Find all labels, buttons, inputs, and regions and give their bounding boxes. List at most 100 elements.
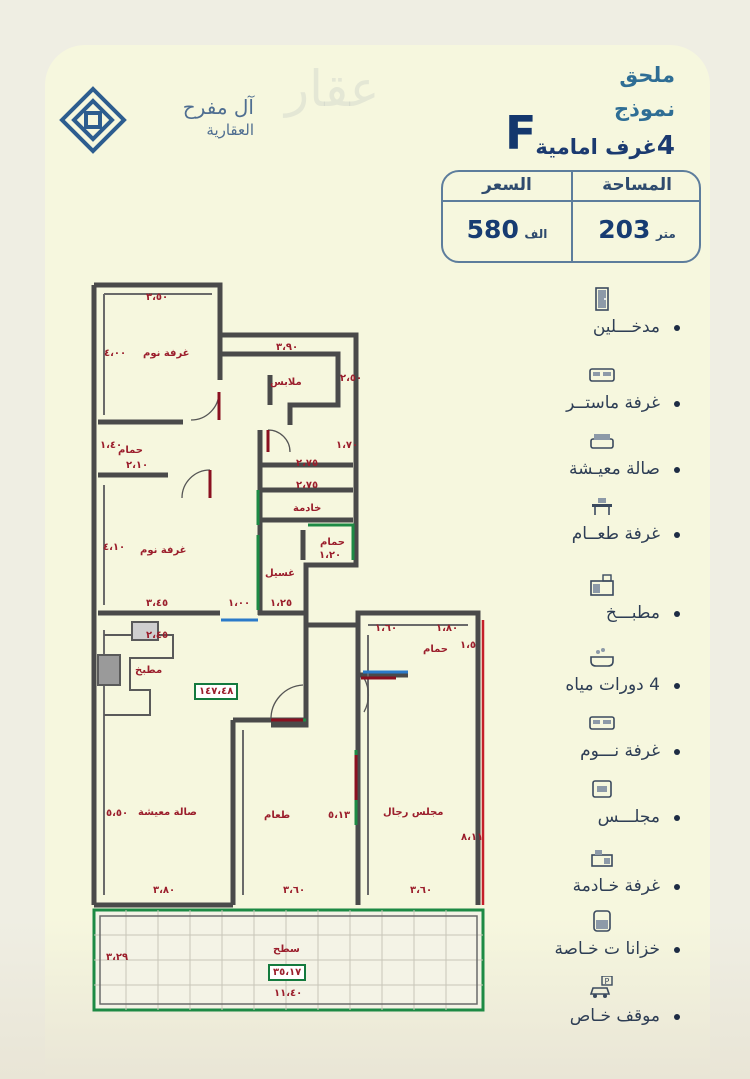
dim-living-height: ٥،٥٠ [106, 808, 129, 819]
room-maid: خادمة [293, 503, 322, 514]
bed-icon [589, 716, 615, 730]
dim-maid-width: ٢،٧٥ [296, 480, 319, 491]
room-bath-3: حمام [423, 644, 448, 655]
maid-room-icon [591, 850, 613, 867]
area-badge-indoor: ١٤٧،٤٨ [194, 683, 239, 700]
feature-label: مطبـــخ [605, 603, 660, 623]
floor-plan: غرفة نوم ملابس حمام خادمة حمام غرفة نوم … [88, 280, 493, 1015]
dim-right-column: ١،٧٠ [336, 440, 359, 451]
title-annex: ملحق [619, 63, 675, 87]
room-bath-2: حمام [320, 537, 345, 548]
feature-label: غرفة طعــام [571, 524, 660, 544]
box-middle-divider [571, 172, 573, 261]
svg-text:P: P [605, 977, 610, 986]
price-unit: الف [524, 227, 548, 241]
bullet [674, 749, 680, 755]
dim-bedroom-top-height: ٤،٠٠ [104, 348, 127, 359]
feature-maid-room: غرفة خـادمة [520, 846, 690, 906]
area-unit: متر [655, 227, 676, 241]
room-bedroom-top: غرفة نوم [143, 348, 190, 359]
bullet [674, 947, 680, 953]
dim-corridor-width: ١،٠٠ [228, 598, 251, 609]
dim-bath3-width-1: ١،٦٠ [375, 623, 398, 634]
dim-roof-width: ١١،٤٠ [274, 988, 303, 999]
title-model: نموذج [613, 97, 675, 121]
brand-logo: آل مفرح العقارية [58, 85, 258, 155]
dim-dining-width: ٣،٦٠ [283, 885, 306, 896]
feature-parking: P موقف خـاص [520, 976, 690, 1036]
dim-dining-height: ٥،١٣ [328, 810, 351, 821]
brand-name: آل مفرح [182, 95, 254, 119]
dim-top-width: ٣،٥٠ [146, 292, 169, 303]
bed-icon [589, 368, 615, 382]
dim-living-width: ٣،٨٠ [153, 885, 176, 896]
price-value-cell: الف 580 [443, 215, 571, 244]
dim-bath3-height: ١،٥ [460, 640, 477, 651]
room-bedroom-mid: غرفة نوم [140, 545, 187, 556]
feature-entrances: مدخـــلين [520, 287, 690, 347]
dim-roof-height: ٣،٢٩ [106, 952, 129, 963]
dim-laundry-width: ١،٢٥ [270, 598, 293, 609]
price-value: 580 [466, 215, 519, 244]
dim-maid-top: ٢،٧٥ [296, 458, 319, 469]
bullet [674, 532, 680, 538]
bullet [674, 467, 680, 473]
dim-dressing-height: ٢،٥٠ [340, 373, 363, 384]
dim-bedroom-mid-width: ٣،٤٥ [146, 598, 169, 609]
floor-plan-drawing [91, 282, 485, 1012]
bullet [674, 815, 680, 821]
dim-bath1-height: ١،٤٠ [100, 440, 123, 451]
room-roof: سطح [273, 944, 300, 955]
rooms-count: 4 [656, 131, 675, 161]
bullet [674, 611, 680, 617]
room-laundry: غسيل [265, 568, 296, 579]
dim-bath1-width: ٢،١٠ [126, 460, 149, 471]
armchair-icon [592, 780, 612, 798]
feature-label: مدخـــلين [592, 317, 660, 337]
parking-icon: P [589, 976, 613, 998]
dim-dressing-width: ٣،٩٠ [276, 342, 299, 353]
room-majlis: مجلس رجال [383, 807, 444, 818]
room-bath-1: حمام [118, 445, 143, 456]
model-letter: F [505, 106, 537, 160]
bathtub-icon [590, 648, 614, 667]
dim-majlis-height: ٨،١١ [461, 832, 484, 843]
room-kitchen: مطبخ [135, 665, 163, 676]
feature-label: خزانا ت خـاصة [554, 939, 660, 959]
bullet [674, 1014, 680, 1020]
dim-majlis-width: ٣،٦٠ [410, 885, 433, 896]
bullet [674, 325, 680, 331]
kitchen-icon [590, 574, 614, 596]
feature-water-tanks: خزانا ت خـاصة [520, 909, 690, 969]
feature-bedroom: غرفة نـــوم [520, 711, 690, 771]
price-label: السعر [482, 175, 532, 195]
area-value-cell: متر 203 [573, 215, 699, 244]
brand-subtitle: العقارية [206, 121, 254, 139]
room-dining: طعام [264, 810, 291, 821]
dim-bath3-width-2: ١،٨٠ [436, 623, 459, 634]
feature-label: 4 دورات مياه [565, 675, 660, 695]
dim-kitchen-width: ٢،٤٥ [146, 630, 169, 641]
water-tank-icon [593, 910, 611, 932]
dim-bedroom-mid-height: ٤،١٠ [103, 542, 126, 553]
feature-majlis: مجلـــس [520, 777, 690, 837]
title-rooms: 4غرف امامية [535, 131, 675, 161]
price-area-box: السعر المساحة الف 580 متر 203 [441, 170, 701, 263]
logo-mark-icon [59, 86, 127, 154]
feature-master-room: غرفة ماستــر [520, 363, 690, 423]
bullet [674, 884, 680, 890]
area-label: المساحة [602, 175, 672, 195]
area-badge-roof: ٣٥،١٧ [268, 964, 307, 981]
door-icon [595, 287, 609, 311]
feature-label: موقف خـاص [569, 1006, 660, 1026]
bullet [674, 683, 680, 689]
dim-bath2-width: ١،٢٠ [319, 550, 342, 561]
feature-label: غرفة ماستــر [566, 393, 660, 413]
feature-label: مجلـــس [597, 807, 660, 827]
rooms-label: غرف امامية [535, 135, 657, 159]
room-dressing: ملابس [270, 377, 302, 388]
room-living: صالة معيشة [138, 807, 197, 818]
sofa-icon [590, 434, 614, 449]
area-value: 203 [598, 215, 651, 244]
bullet [674, 401, 680, 407]
